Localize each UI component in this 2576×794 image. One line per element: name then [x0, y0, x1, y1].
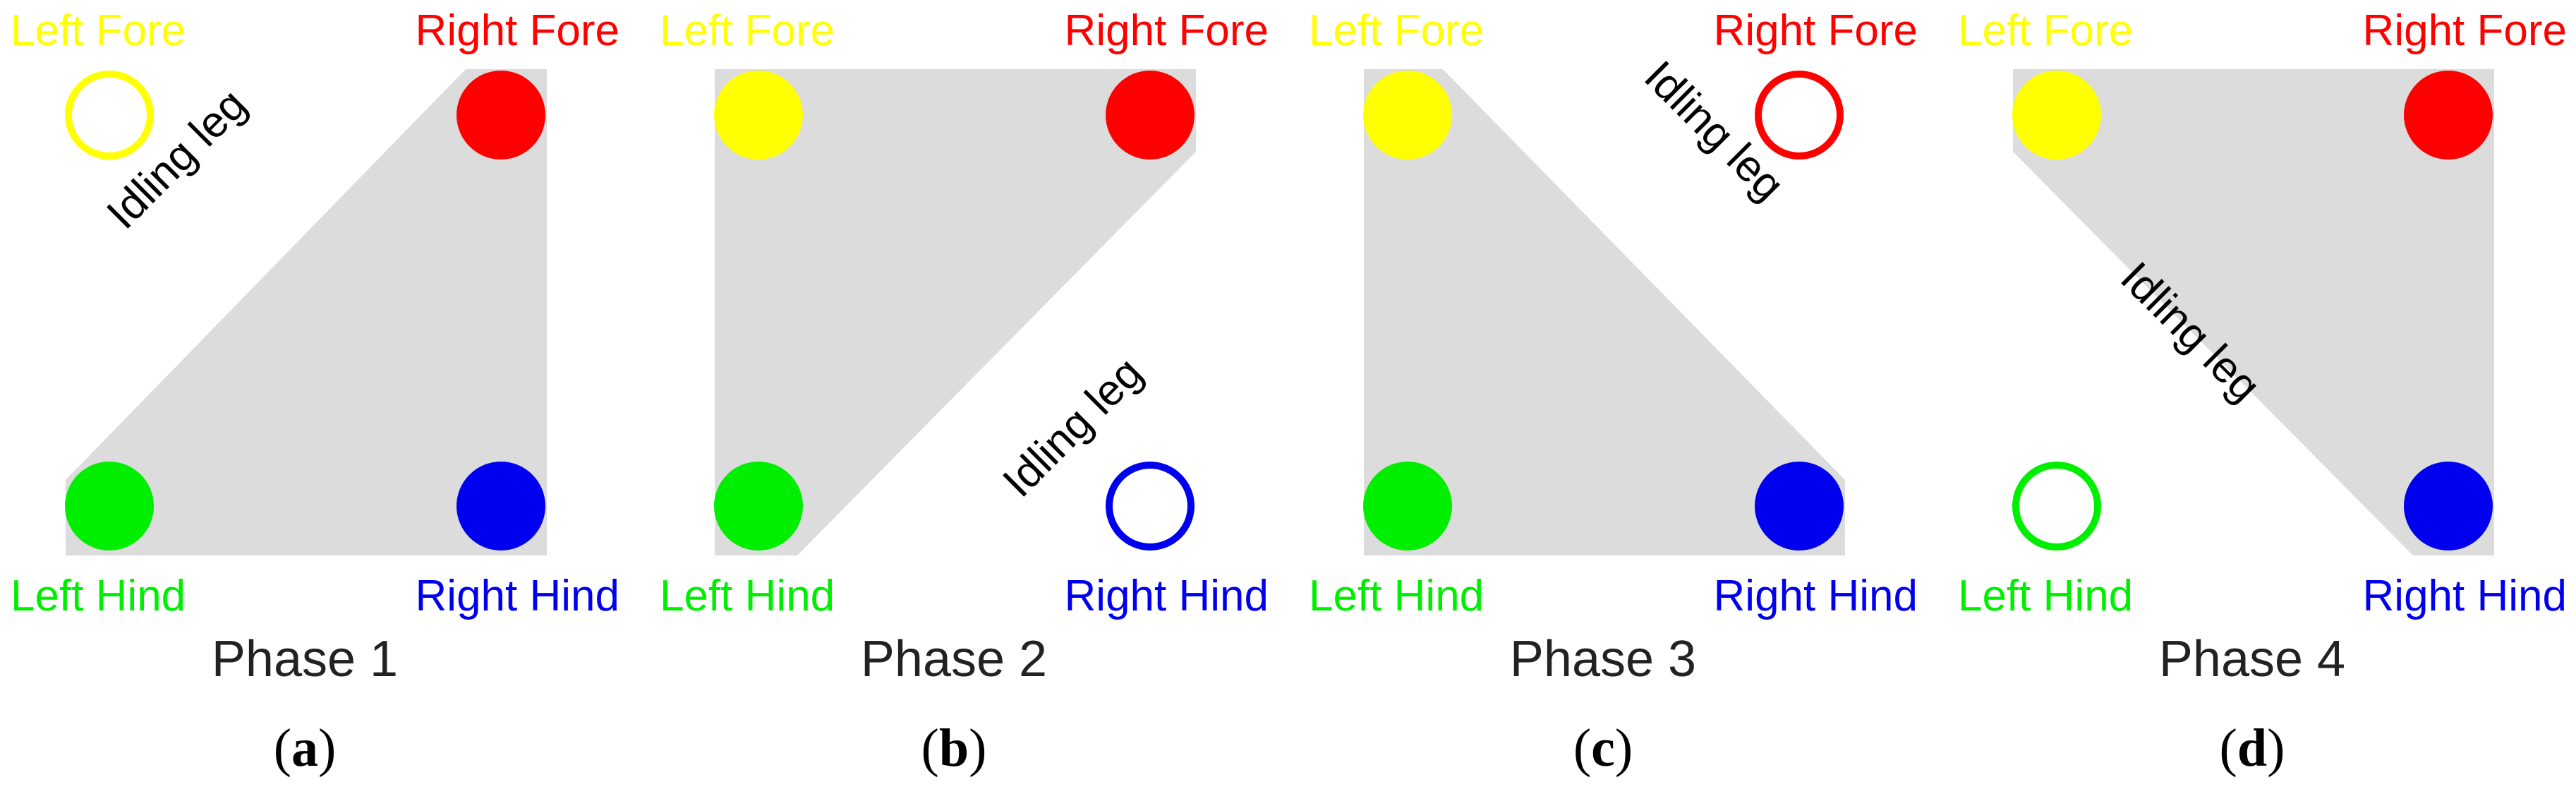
support-polygon [1364, 69, 1845, 555]
leg-label-rh: Right Hind [1714, 572, 1918, 620]
panel-letter: (d) [2220, 718, 2285, 778]
leg-marker-rh [2404, 462, 2493, 551]
leg-marker-lh [714, 462, 803, 551]
leg-marker-rh [1755, 462, 1844, 551]
leg-marker-lf [714, 71, 803, 160]
leg-label-lh: Left Hind [1958, 572, 2133, 620]
phase-label: Phase 3 [1510, 631, 1696, 687]
leg-label-rf: Right Fore [416, 6, 619, 55]
support-polygon [2013, 69, 2494, 555]
leg-label-lh: Left Hind [11, 572, 186, 620]
panel-letter: (c) [1573, 718, 1633, 778]
leg-label-lf: Left Fore [1958, 6, 2133, 55]
idle-leg-marker-lf [65, 71, 154, 160]
leg-marker-lh [65, 462, 154, 551]
leg-label-rh: Right Hind [1065, 572, 1269, 620]
leg-marker-lh [1363, 462, 1452, 551]
panel-letter: (a) [274, 718, 337, 778]
support-polygon [66, 69, 547, 555]
leg-label-rh: Right Hind [2363, 572, 2567, 620]
idle-leg-marker-lh [2012, 462, 2101, 551]
leg-label-rf: Right Fore [1714, 6, 1918, 55]
leg-marker-rh [456, 462, 545, 551]
phase-label: Phase 4 [2159, 631, 2345, 687]
leg-label-lf: Left Fore [660, 6, 835, 55]
leg-label-lh: Left Hind [660, 572, 835, 620]
leg-label-rf: Right Fore [1065, 6, 1269, 55]
phase-label: Phase 1 [212, 631, 398, 687]
idle-leg-marker-rh [1106, 462, 1195, 551]
leg-label-rh: Right Hind [416, 572, 619, 620]
leg-marker-rf [2404, 71, 2493, 160]
leg-marker-rf [1106, 71, 1195, 160]
phase-label: Phase 2 [861, 631, 1047, 687]
leg-label-lf: Left Fore [1309, 6, 1484, 55]
leg-label-lh: Left Hind [1309, 572, 1484, 620]
support-polygon [715, 69, 1196, 555]
idle-leg-marker-rf [1755, 71, 1844, 160]
leg-label-lf: Left Fore [11, 6, 186, 55]
leg-marker-lf [2012, 71, 2101, 160]
panel-letter: (b) [921, 718, 987, 778]
leg-marker-rf [456, 71, 545, 160]
leg-marker-lf [1363, 71, 1452, 160]
leg-label-rf: Right Fore [2363, 6, 2567, 55]
